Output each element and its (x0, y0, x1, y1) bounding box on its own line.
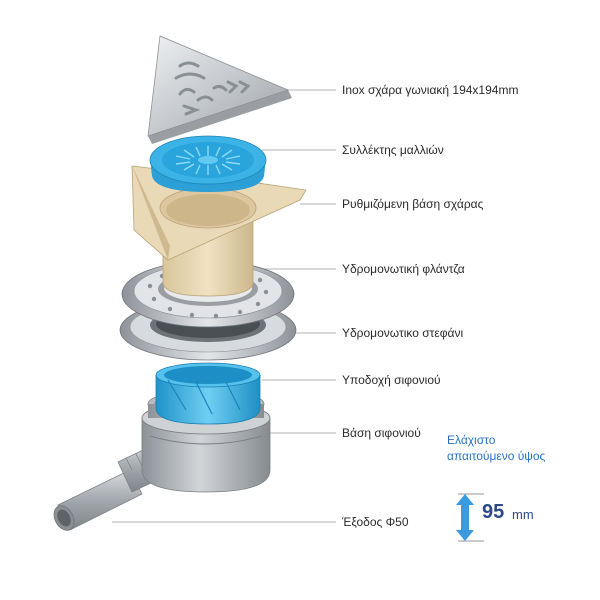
inox-corner-grate (147, 35, 292, 144)
hair-catcher-slots (175, 146, 241, 175)
label-siphon-base: Βάση σιφονιού (342, 426, 421, 440)
label-waterproof-flange: Υδρομονωτική φλάντζα (342, 262, 465, 276)
siphon-socket (155, 362, 261, 425)
leader-lines (112, 89, 336, 523)
label-adjustable-grate-base: Ρυθμιζόμενη βάση σχάρας (342, 197, 484, 211)
label-inox-grate: Inox σχάρα γωνιακή 194x194mm (342, 83, 519, 97)
height-arrow-icon (456, 493, 484, 542)
hair-catcher (149, 135, 267, 192)
label-hair-catcher: Συλλέκτης μαλλιών (342, 143, 444, 157)
min-height-value: 95 mm (458, 493, 568, 543)
min-height-note-line2: απαιτούμενο ύψος (447, 449, 546, 463)
height-unit: mm (512, 507, 534, 522)
height-number: 95 (482, 501, 505, 523)
min-height-note-line1: Ελάχιστο (447, 433, 496, 447)
adjustable-grate-base (131, 165, 307, 297)
label-seal-ring: Υδρομονωτικο στεφάνι (342, 326, 464, 340)
label-outlet: Έξοδος Φ50 (342, 515, 409, 529)
grate-slots (174, 61, 251, 116)
label-siphon-socket: Υποδοχή σιφονιού (342, 373, 441, 387)
